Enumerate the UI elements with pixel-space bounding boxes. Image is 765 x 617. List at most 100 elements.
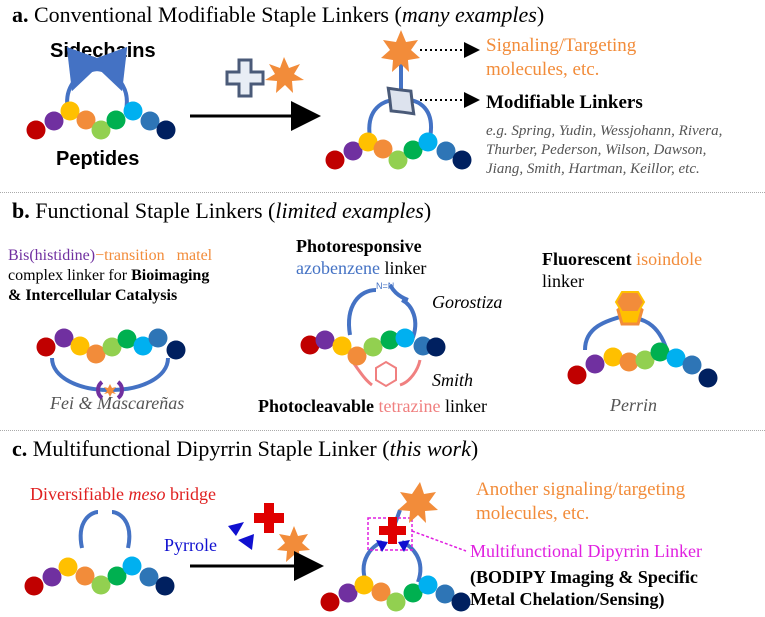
amino-acid-bead [148, 328, 168, 348]
tetrazine-word: tetrazine [378, 396, 441, 416]
amino-acid-bead [371, 582, 391, 602]
amino-acid-bead [26, 120, 46, 140]
amino-acid-bead [619, 352, 639, 372]
bodipy-line2: Metal Chelation/Sensing) [470, 589, 665, 609]
amino-acid-bead [585, 354, 605, 374]
amino-acid-bead [332, 336, 352, 356]
amino-acid-bead [403, 583, 423, 603]
azobenzene-word: azobenzene [296, 258, 380, 278]
amino-acid-bead [123, 101, 143, 121]
amino-acid-bead [436, 141, 456, 161]
amino-acid-bead [363, 337, 383, 357]
amino-acid-bead [107, 566, 127, 586]
amino-acid-bead [320, 592, 340, 612]
complex-linker-text: complex linker for [8, 267, 132, 284]
section-a-letter: a. [12, 2, 29, 27]
amino-acid-bead [358, 132, 378, 152]
fei-mascarenas-label: Fei & Mascareñas [50, 393, 185, 413]
amino-acid-bead [403, 140, 423, 160]
amino-acid-bead [426, 337, 446, 357]
perrin-label: Perrin [610, 395, 657, 415]
section-b-title-end: ) [423, 198, 432, 223]
amino-acid-bead [133, 336, 153, 356]
matel-word: matel [176, 247, 213, 264]
amino-acid-bead [91, 120, 111, 140]
section-b-title-italic: limited examples [275, 198, 424, 223]
amino-acid-bead [122, 556, 142, 576]
azo-label: N=N [376, 281, 394, 291]
amino-acid-bead [682, 355, 702, 375]
amino-acid-bead [106, 110, 126, 130]
b-fei-peptide [36, 328, 186, 400]
amino-acid-bead [24, 576, 44, 596]
section-b-title: b. Functional Staple Linkers (limited ex… [12, 198, 431, 224]
amino-acid-bead [102, 337, 122, 357]
amino-acid-bead [60, 101, 80, 121]
amino-acid-bead [354, 575, 374, 595]
section-c-title-end: ) [470, 436, 479, 461]
section-c-title-text: Multifunctional Dipyrrin Staple Linker ( [32, 436, 390, 461]
amino-acid-bead [300, 335, 320, 355]
amino-acid-bead [451, 592, 471, 612]
amino-acid-bead [666, 348, 686, 368]
bis-histidine-word: Bis(histidine) [8, 247, 96, 264]
section-c-title-italic: this work [389, 436, 471, 461]
examples-list: e.g. Spring, Yudin, Wessjohann, Rivera, … [486, 122, 722, 179]
section-b-title-text: Functional Staple Linkers ( [35, 198, 276, 223]
another-line2: molecules, etc. [476, 503, 590, 524]
star-icon-c [277, 526, 310, 562]
amino-acid-bead [373, 139, 393, 159]
red-cross-icon [254, 503, 284, 533]
bodipy-line1: (BODIPY Imaging & Specific [470, 567, 698, 587]
amino-acid-bead [395, 328, 415, 348]
star-icon [265, 57, 304, 93]
gorostiza-label: Gorostiza [432, 292, 503, 312]
azobenzene-linker-word: linker [379, 258, 427, 278]
amino-acid-bead [139, 567, 159, 587]
signaling-line2: molecules, etc. [486, 59, 600, 80]
photoresponsive-label: Photoresponsive [296, 236, 422, 256]
amino-acid-bead [44, 111, 64, 131]
amino-acid-bead [58, 557, 78, 577]
isoindole-linker-word: linker [542, 271, 584, 291]
amino-acid-bead [91, 575, 111, 595]
a-left-peptide [26, 46, 176, 140]
bioimaging-text: Bioimaging [131, 267, 210, 284]
bodipy-label: (BODIPY Imaging & Specific Metal Chelati… [470, 566, 698, 610]
amino-acid-bead [36, 337, 56, 357]
bis-dash: − [95, 247, 105, 264]
amino-acid-bead [54, 328, 74, 348]
dipyrrin-linker-label: Multifunctional Dipyrrin Linker [470, 541, 702, 561]
amino-acid-bead [117, 329, 137, 349]
peptides-label: Peptides [56, 148, 140, 170]
bis-histidine-text: Bis(histidine)−transition matel complex … [8, 246, 212, 306]
amino-acid-bead [698, 368, 718, 388]
section-c-letter: c. [12, 436, 28, 461]
fluorescent-line: Fluorescent isoindole linker [542, 248, 702, 292]
intercellular-catalysis-text: & Intercellular Catalysis [8, 287, 178, 304]
amino-acid-bead [155, 576, 175, 596]
section-a-title-end: ) [536, 2, 545, 27]
section-c-title: c. Multifunctional Dipyrrin Staple Linke… [12, 436, 478, 462]
b-perrin-peptide [567, 291, 718, 388]
diversifiable-word: Diversifiable [30, 484, 129, 504]
examples-line2: Thurber, Pederson, Wilson, Dawson, [486, 142, 707, 158]
isoindole-word: isoindole [636, 249, 703, 269]
section-a-title: a. Conventional Modifiable Staple Linker… [12, 2, 544, 28]
examples-line3: Jiang, Smith, Hartman, Keillor, etc. [486, 161, 700, 177]
amino-acid-bead [650, 342, 670, 362]
amino-acid-bead [42, 567, 62, 587]
photocleavable-word: Photocleavable [258, 396, 374, 416]
tetrazine-linker-word: linker [440, 396, 487, 416]
section-b-letter: b. [12, 198, 30, 223]
amino-acid-bead [76, 110, 96, 130]
another-line1: Another signaling/targeting [476, 479, 686, 500]
amino-acid-bead [635, 350, 655, 370]
amino-acid-bead [86, 344, 106, 364]
bridge-word: bridge [165, 484, 216, 504]
divider-b-c [0, 430, 765, 431]
smith-label: Smith [432, 370, 474, 390]
amino-acid-bead [418, 575, 438, 595]
amino-acid-bead [567, 365, 587, 385]
